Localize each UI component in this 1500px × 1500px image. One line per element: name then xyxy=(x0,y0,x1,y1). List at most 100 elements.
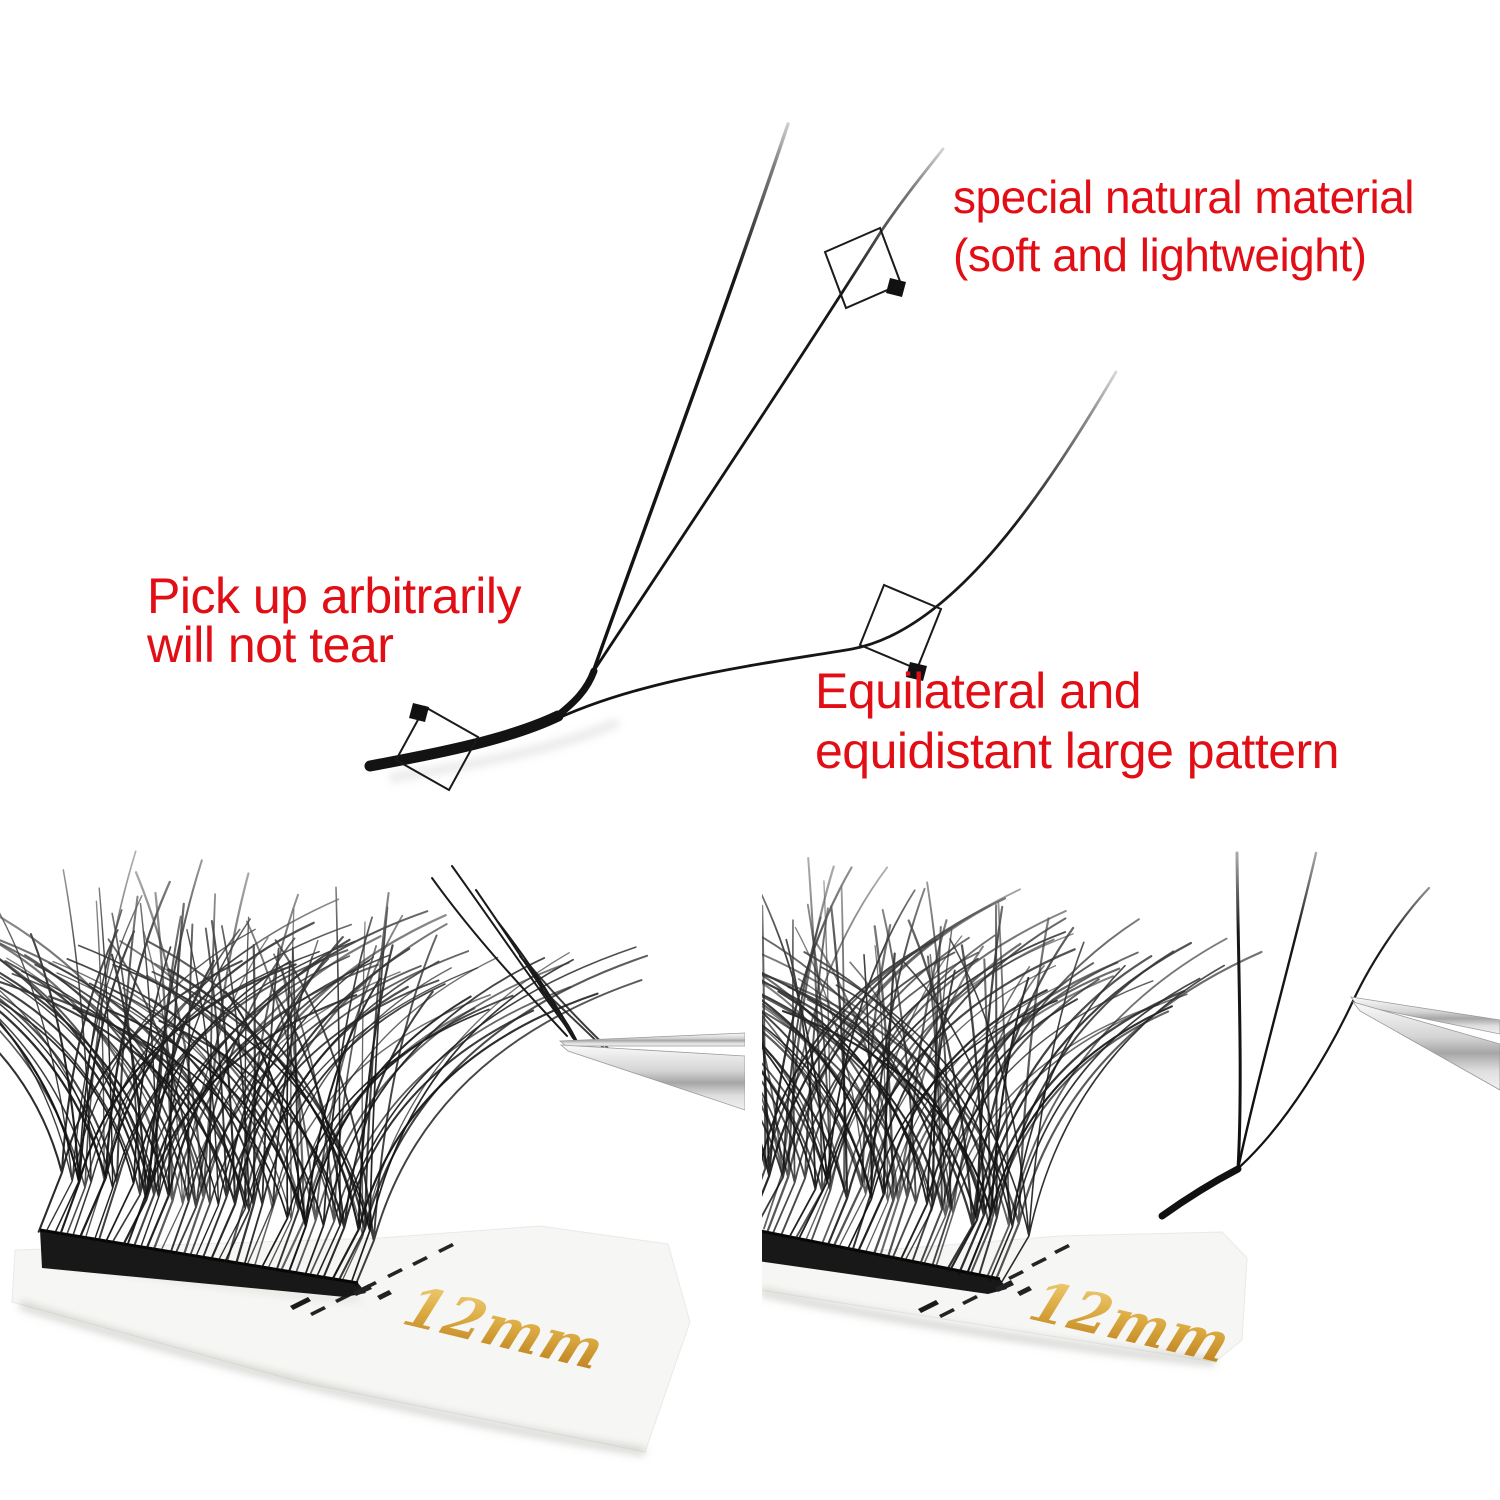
lash-strand xyxy=(762,916,956,1218)
extracted-fan xyxy=(1158,851,1431,1220)
annotation-line: (soft and lightweight) xyxy=(953,229,1367,281)
lash-strand xyxy=(154,921,570,1282)
lash-strip-edge xyxy=(762,1229,1001,1281)
lash-strand xyxy=(762,866,1021,1230)
lash-strand xyxy=(797,961,1188,1268)
tweezer-lower-prong xyxy=(1351,1001,1500,1091)
fan-strand-left xyxy=(591,122,790,674)
lash-strand xyxy=(787,944,1186,1276)
lash-strand xyxy=(0,887,356,1242)
lash-array xyxy=(0,850,649,1286)
lash-strand xyxy=(762,884,1055,1244)
fan-shadow xyxy=(389,717,621,783)
lash-strand xyxy=(112,906,574,1281)
fan-strand-right xyxy=(546,370,1118,725)
lash-strand xyxy=(762,919,1121,1257)
lash-strand xyxy=(72,963,490,1269)
lash-strand xyxy=(0,929,243,1233)
annotation-line: Pick up arbitrarily xyxy=(147,568,521,624)
lash-strip xyxy=(40,1230,366,1297)
lash-strand xyxy=(0,869,352,1238)
lash-strand xyxy=(762,865,992,1233)
lash-strand xyxy=(762,925,1119,1255)
annotation-line: Equilateral and xyxy=(815,663,1142,719)
lash-strand xyxy=(56,939,452,1265)
annotation-line: equidistant large pattern xyxy=(815,723,1339,779)
lash-strand xyxy=(762,880,1074,1242)
lash-strand xyxy=(0,920,411,1262)
lash-strand xyxy=(762,917,1263,1281)
fan-base-neck xyxy=(552,667,598,721)
annotation-material: special natural material (soft and light… xyxy=(953,168,1415,284)
lash-strand xyxy=(762,942,1114,1257)
lash-strand xyxy=(77,886,637,1278)
lash-strand xyxy=(48,943,409,1265)
lash-strand xyxy=(119,914,570,1274)
lash-strand xyxy=(762,909,1139,1258)
lash-strand xyxy=(0,880,315,1237)
lash-strand xyxy=(0,930,297,1235)
lash-strand xyxy=(762,945,1060,1253)
lash-strand xyxy=(820,938,1225,1283)
lash-strand xyxy=(4,923,371,1254)
lash-strand xyxy=(762,887,1067,1251)
lash-strand xyxy=(762,938,979,1238)
lash-strand xyxy=(762,857,1067,1239)
lash-strand xyxy=(111,946,514,1270)
annotation-pickup: Pick up arbitrarily will not tear xyxy=(147,568,521,673)
fan-illustration xyxy=(364,122,1118,792)
lash-strand xyxy=(835,961,1201,1282)
lash-strand xyxy=(762,919,1153,1272)
annotation-line: will not tear xyxy=(147,617,394,673)
rotated-square-marker-icon xyxy=(394,703,480,792)
lash-strand xyxy=(158,990,535,1279)
rotated-square-marker-icon xyxy=(858,583,943,681)
lash-strand xyxy=(0,895,349,1242)
lash-strand xyxy=(106,977,472,1274)
lash-strand xyxy=(150,967,476,1271)
fan-strand-middle xyxy=(591,147,945,674)
lash-strand xyxy=(145,945,572,1275)
extracted-fan-base xyxy=(1158,1165,1242,1220)
lash-strand xyxy=(762,919,979,1233)
strip-residue xyxy=(995,1280,1032,1296)
lash-strand xyxy=(762,923,1022,1247)
lash-strand xyxy=(762,903,996,1241)
lash-strand xyxy=(806,958,1170,1276)
lash-strand xyxy=(11,925,440,1263)
lash-strand xyxy=(151,934,643,1286)
lash-strand xyxy=(762,926,1095,1263)
lash-strand xyxy=(803,904,1175,1277)
lash-strand xyxy=(0,902,391,1248)
fan-base xyxy=(364,710,564,772)
lash-strand xyxy=(0,893,448,1263)
lash-strand xyxy=(781,976,1173,1275)
lash-strand xyxy=(762,905,1076,1246)
photo-left: 12mm xyxy=(0,850,745,1457)
photo-right: 12mm xyxy=(762,851,1500,1376)
annotation-line: special natural material xyxy=(953,171,1415,223)
grabbed-fan xyxy=(431,865,623,1067)
lash-strand xyxy=(762,907,970,1235)
tweezers-icon xyxy=(558,1032,745,1111)
lash-strip xyxy=(762,1231,1007,1294)
tweezers-icon xyxy=(1350,996,1500,1091)
lash-strand xyxy=(147,891,649,1280)
strip-residue xyxy=(353,1284,392,1300)
lash-strand xyxy=(66,916,546,1277)
lash-strand xyxy=(762,954,1058,1250)
marker-dot xyxy=(409,703,429,722)
tweezer-lower-prong xyxy=(559,1044,745,1111)
lash-array xyxy=(762,857,1263,1283)
lash-strand xyxy=(0,850,340,1237)
tweezer-upper-prong xyxy=(558,1032,745,1047)
lash-strand xyxy=(762,905,1192,1272)
lash-strand xyxy=(0,946,292,1241)
marker-dot xyxy=(906,662,927,681)
lash-strand xyxy=(0,902,351,1248)
lash-strand xyxy=(88,947,446,1264)
rotated-square-marker-icon xyxy=(823,226,906,310)
annotation-pattern: Equilateral and equidistant large patter… xyxy=(815,661,1339,781)
